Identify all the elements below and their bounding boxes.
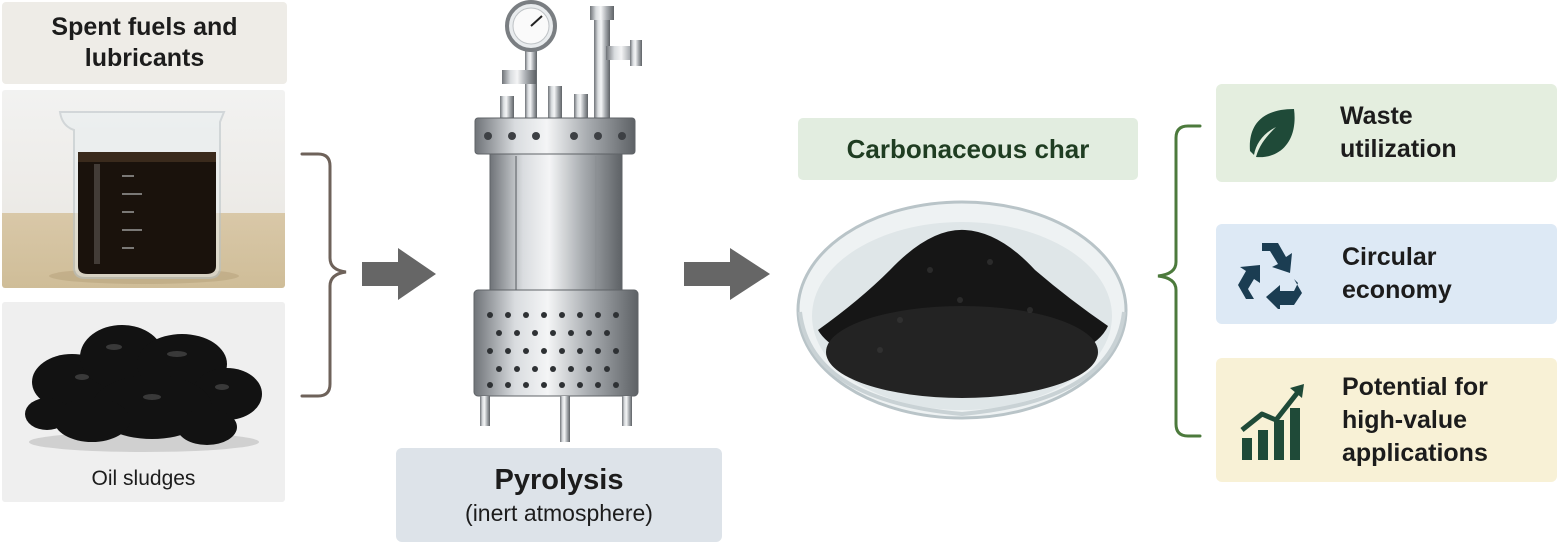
benefit-waste-utilization: Waste utilization (1216, 84, 1557, 182)
arrow-to-pyrolysis (362, 248, 436, 300)
growth-chart-icon (1240, 384, 1304, 460)
arrow-to-char (684, 248, 770, 300)
oil-sludge-label: Oil sludges (91, 467, 196, 490)
benefit-label: Potential for high-value applications (1342, 372, 1488, 467)
pyrolysis-title: Pyrolysis (494, 464, 624, 496)
char-title: Carbonaceous char (846, 133, 1090, 164)
oil-sludge-card: Oil sludges (2, 302, 285, 502)
inputs-title: Spent fuels and lubricants (2, 2, 287, 84)
benefit-label: Waste utilization (1340, 102, 1457, 163)
benefit-bracket (1157, 124, 1202, 438)
recycle-icon (1238, 243, 1302, 309)
char-dish-illustration (796, 200, 1128, 420)
inputs-title-text: Spent fuels and lubricants (51, 13, 238, 72)
beaker-illustration (49, 111, 239, 284)
reactor-illustration (473, 0, 642, 442)
benefit-high-value: Potential for high-value applications (1216, 358, 1557, 482)
leaf-icon (1249, 109, 1295, 158)
char-title-box: Carbonaceous char (798, 118, 1138, 180)
beaker-image (2, 90, 285, 288)
benefit-label: Circular economy (1342, 243, 1452, 304)
oil-sludge-illustration (25, 325, 262, 452)
pyrolysis-box: Pyrolysis (inert atmosphere) (396, 448, 722, 542)
pyrolysis-subtitle: (inert atmosphere) (465, 500, 653, 526)
benefit-circular-economy: Circular economy (1216, 224, 1557, 324)
input-bracket (300, 152, 347, 398)
